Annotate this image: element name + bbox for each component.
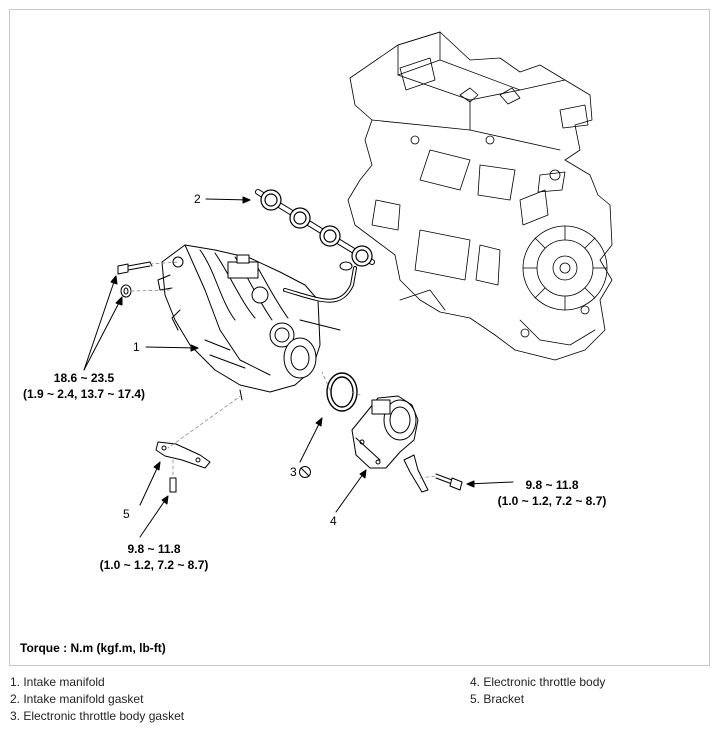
manifold-bolt bbox=[117, 261, 153, 298]
relation-lines bbox=[130, 261, 437, 479]
callout-2: 2 bbox=[194, 192, 201, 206]
leader-lines bbox=[83, 196, 514, 538]
legend-item-throttle-body-gasket: 3. Electronic throttle body gasket bbox=[10, 709, 185, 723]
do-not-reuse-icon bbox=[299, 466, 311, 478]
diagram-frame bbox=[9, 9, 710, 666]
torque-value: 18.6 ~ 23.5 bbox=[53, 371, 115, 385]
engine-block bbox=[347, 31, 613, 361]
legend-item-bracket: 5. Bracket bbox=[470, 692, 525, 706]
callout-5: 5 bbox=[123, 507, 130, 521]
torque-conversion: (1.0 ~ 1.2, 7.2 ~ 8.7) bbox=[497, 494, 607, 508]
torque-conversion: (1.0 ~ 1.2, 7.2 ~ 8.7) bbox=[99, 558, 209, 572]
callout-3: 3 bbox=[290, 465, 297, 479]
legend-item-intake-manifold: 1. Intake manifold bbox=[10, 675, 105, 689]
bracket-part bbox=[155, 441, 211, 493]
legend-item-intake-manifold-gasket: 2. Intake manifold gasket bbox=[10, 692, 144, 706]
electronic-throttle-body bbox=[351, 395, 419, 469]
throttle-bolt bbox=[435, 473, 463, 491]
callout-1: 1 bbox=[133, 340, 140, 354]
torque-value: 9.8 ~ 11.8 bbox=[525, 478, 579, 492]
torque-bracket-bolt: 9.8 ~ 11.8 (1.0 ~ 1.2, 7.2 ~ 8.7) bbox=[84, 541, 224, 573]
throttle-bracket bbox=[403, 454, 429, 493]
intake-manifold bbox=[157, 244, 357, 401]
torque-manifold-bolt: 18.6 ~ 23.5 (1.9 ~ 2.4, 13.7 ~ 17.4) bbox=[14, 370, 154, 402]
torque-conversion: (1.9 ~ 2.4, 13.7 ~ 17.4) bbox=[22, 387, 146, 401]
legend-item-throttle-body: 4. Electronic throttle body bbox=[470, 675, 606, 689]
torque-value: 9.8 ~ 11.8 bbox=[127, 542, 181, 556]
torque-throttle-bolt: 9.8 ~ 11.8 (1.0 ~ 1.2, 7.2 ~ 8.7) bbox=[482, 477, 622, 509]
intake-manifold-gasket bbox=[255, 189, 375, 267]
torque-units-caption: Torque : N.m (kgf.m, lb-ft) bbox=[20, 641, 166, 655]
callout-4: 4 bbox=[330, 514, 337, 528]
